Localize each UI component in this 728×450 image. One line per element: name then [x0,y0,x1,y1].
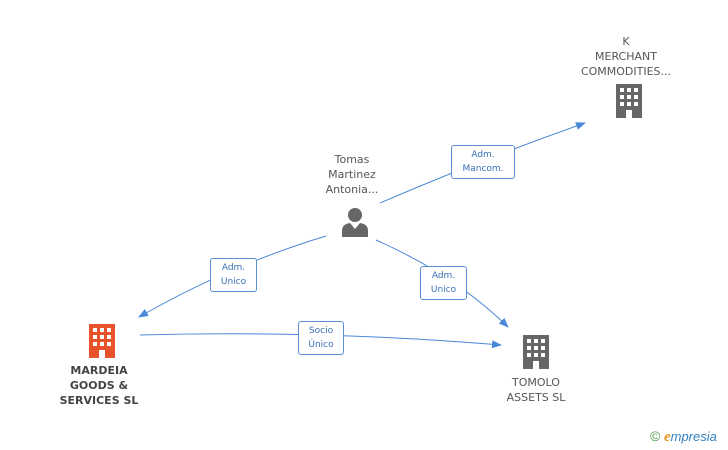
node-label-tomas[interactable]: Tomas Martinez Antonia... [325,153,379,196]
edge-label-socio-unico[interactable]: Socio Único [298,321,344,355]
brand-name: mpresia [670,429,717,444]
edge-label-adm-unico-tomolo[interactable]: Adm. Unico [420,266,467,300]
brand-initial: e [663,429,671,445]
building-icon[interactable] [86,324,118,358]
copyright-brand: © empresia [650,428,717,446]
building-icon[interactable] [520,335,552,369]
building-icon[interactable] [613,84,645,118]
node-label-mardeia[interactable]: MARDEIA GOODS & SERVICES SL [59,364,139,407]
node-label-k-merchant[interactable]: K MERCHANT COMMODITIES... [580,35,672,78]
edge-label-adm-unico-mardeia[interactable]: Adm. Unico [210,258,257,292]
person-icon[interactable] [340,207,370,237]
copyright-symbol: © [650,428,661,444]
node-label-tomolo[interactable]: TOMOLO ASSETS SL [506,376,566,404]
edge-label-adm-mancom[interactable]: Adm. Mancom. [451,145,515,179]
